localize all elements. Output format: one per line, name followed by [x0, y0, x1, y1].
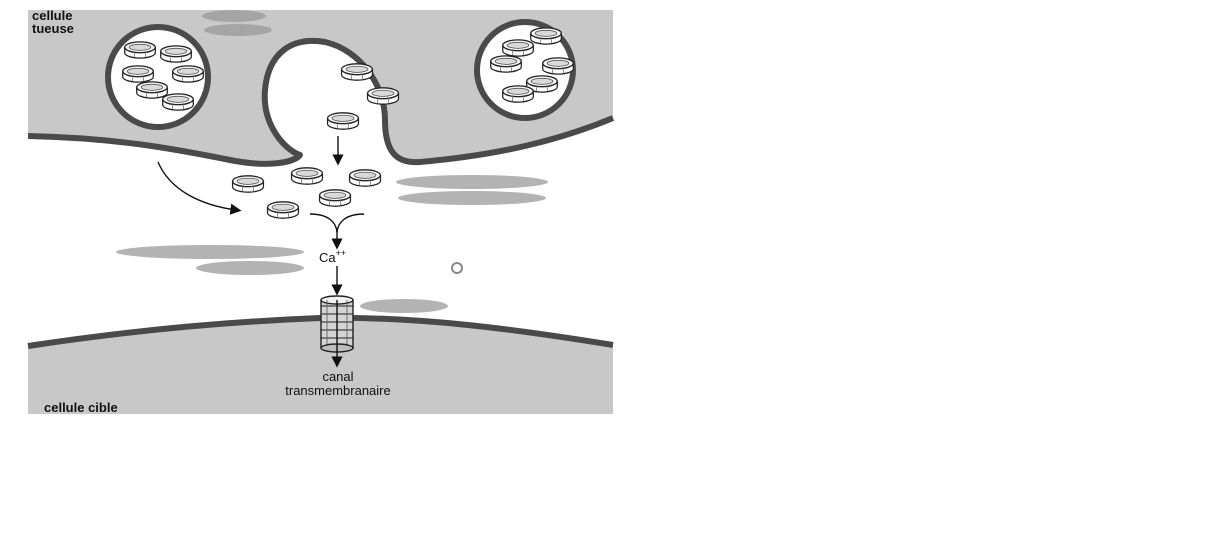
granule-ring [326, 112, 360, 130]
smudged-label-left [116, 245, 304, 275]
arrows [157, 136, 365, 296]
granule-ring [231, 175, 265, 193]
target-cell [27, 314, 614, 414]
channel-icon [320, 295, 354, 368]
killer-cell-label-line1: cellule [32, 8, 72, 23]
channel-label-line2: transmembranaire [285, 383, 391, 398]
granule-ring [318, 189, 352, 207]
smudged-label-top [202, 10, 272, 36]
granule-ring [340, 63, 374, 81]
granule-ring [266, 201, 300, 219]
killer-cell-membrane [27, 37, 615, 167]
smudged-label-right [396, 175, 548, 205]
channel-label-line1: canal [322, 369, 353, 384]
granule-ring [366, 87, 400, 105]
smudged-labels [116, 10, 548, 313]
granule-ring [290, 167, 324, 185]
calcium-charge: ++ [336, 248, 347, 258]
target-cell-membrane [27, 314, 614, 349]
smudged-dot [451, 262, 463, 274]
granule-vesicle-right [474, 19, 576, 121]
text-labels: cellule tueuse Ca++ canal transmembranai… [32, 8, 391, 415]
granule-vesicle-left [105, 24, 211, 130]
killer-cell [27, 10, 615, 167]
curved-arrow-icon [157, 161, 242, 215]
calcium-label: Ca++ [319, 248, 346, 265]
calcium-symbol: Ca [319, 250, 336, 265]
target-cell-body [28, 317, 613, 414]
target-cell-label: cellule cible [44, 400, 118, 415]
merge-arrow-icon [309, 213, 365, 233]
granule-ring [348, 169, 382, 187]
smudged-label-channel [360, 299, 448, 313]
killer-cell-label-line2: tueuse [32, 21, 74, 36]
